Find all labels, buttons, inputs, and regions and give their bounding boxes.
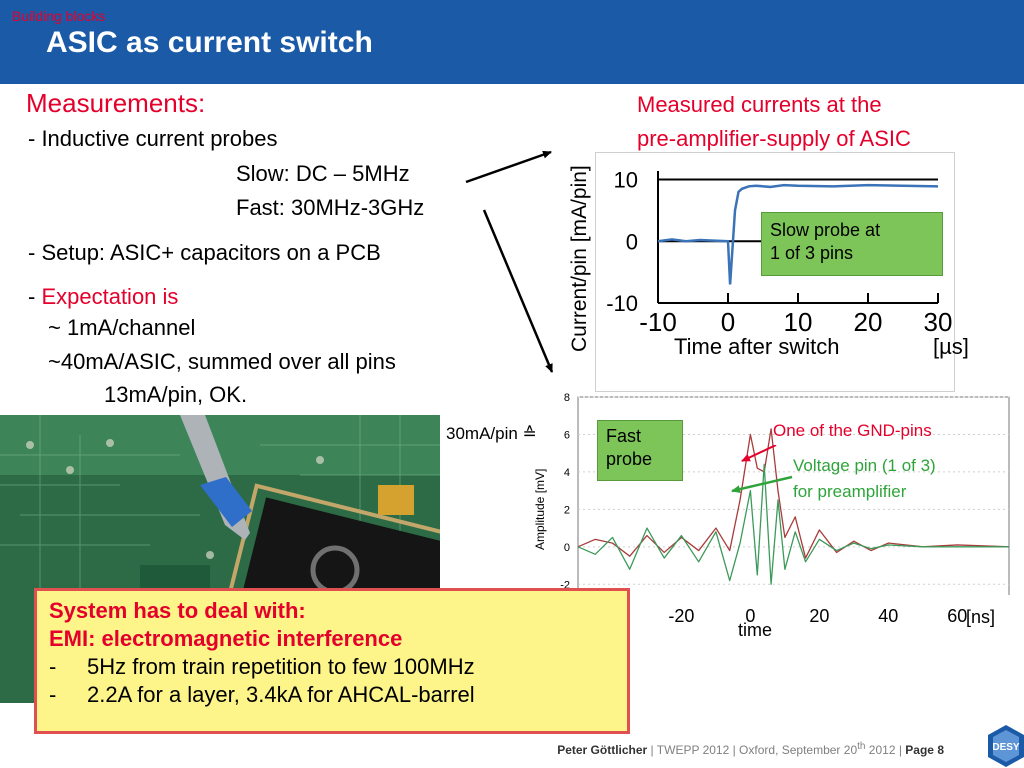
footer-event: | TWEPP 2012 | Oxford, September 20 (647, 743, 858, 757)
slow-probe-range: Slow: DC – 5MHz (236, 161, 410, 186)
bullet-1: - (49, 654, 57, 679)
fast-y-tick-label: 8 (564, 392, 570, 404)
slow-y-tick-label: 10 (614, 168, 638, 193)
emi-item-1-text: 5Hz from train repetition to few 100MHz (87, 654, 475, 679)
per-channel-line: ~ 1mA/channel (48, 315, 196, 340)
fast-y-tick-label: 2 (564, 504, 570, 516)
desy-logo-text: DESY (992, 742, 1020, 753)
slow-x-tick-label: 30 (924, 307, 952, 337)
fast-x-tick-label: 20 (809, 606, 830, 626)
voltage-label-arrow (731, 475, 793, 494)
fast-probe-label: Fast probe (597, 420, 683, 481)
fast-x-tick-label: 40 (878, 606, 899, 626)
fast-y-tick-label: 6 (564, 429, 570, 441)
desy-logo-icon: DESY (988, 725, 1024, 767)
expectation-dash: - (28, 284, 42, 309)
fast-plot-ylabel: Amplitude [mV] (533, 468, 547, 550)
fast-probe-label-line-1: Fast (606, 426, 642, 446)
caption-line-1: Measured currents at the (637, 92, 882, 117)
fast-probe-label-line-2: probe (606, 449, 653, 469)
slow-plot-chart: -10 0 10 -10 0 10 20 30 (606, 168, 952, 337)
footer-author: Peter Göttlicher (557, 743, 648, 757)
emi-item-2: - 2.2A for a layer, 3.4kA for AHCAL-barre… (49, 681, 615, 709)
slow-y-tick-label: 0 (626, 229, 638, 254)
fast-plot-xlabel: time (738, 620, 773, 640)
footer: Peter Göttlicher | TWEPP 2012 | Oxford, … (557, 741, 944, 757)
arrow-to-fast-plot (482, 209, 554, 373)
slow-x-tick-label: 20 (854, 307, 883, 337)
per-asic-line: ~40mA/ASIC, summed over all pins (48, 349, 396, 374)
slow-series-line (657, 183, 939, 285)
slow-probe-note-line-1: Slow probe at (770, 220, 881, 240)
fast-y-tick-label: 4 (564, 467, 570, 479)
fast-x-tick-label: -20 (668, 606, 695, 626)
probes-line: - Inductive current probes (28, 126, 278, 151)
emi-item-2-text: 2.2A for a layer, 3.4kA for AHCAL-barrel (87, 682, 475, 707)
slow-plot-xlabel: Time after switch (674, 334, 840, 359)
fast-plot-ylabel-wrap: Amplitude [mV] (533, 468, 683, 550)
arrow-to-slow-plot (465, 150, 552, 184)
emi-item-1: - 5Hz from train repetition to few 100MHz (49, 653, 615, 681)
fast-x-tick-label: 0 (745, 606, 756, 626)
emi-summary-line-1: System has to deal with: (49, 598, 306, 623)
footer-date-suffix: th (857, 741, 866, 752)
voltage-pin-series-line (577, 463, 1009, 585)
setup-line: - Setup: ASIC+ capacitors on a PCB (28, 240, 381, 265)
slow-plot-unit: [µs] (933, 334, 969, 359)
slow-x-tick-label: 10 (784, 307, 813, 337)
slow-x-tick-label: -10 (639, 307, 677, 337)
slow-probe-note: Slow probe at 1 of 3 pins (761, 212, 943, 276)
expectation-label: Expectation is (41, 284, 179, 309)
fast-y-tick-label: -2 (560, 579, 570, 591)
bullet-2: - (49, 682, 57, 707)
slow-probe-note-line-2: 1 of 3 pins (770, 243, 854, 263)
voltage-pin-label-line-1: Voltage pin (1 of 3) (793, 456, 936, 475)
fast-plot-unit: [ns] (966, 607, 996, 627)
fast-y-tick-label: 0 (564, 542, 570, 554)
slow-y-tick-label: -10 (606, 291, 638, 316)
emi-summary-box: System has to deal with: EMI: electromag… (34, 588, 630, 734)
label-arrows (731, 445, 793, 494)
gnd-label-arrow (741, 445, 777, 462)
header-bar (0, 0, 1024, 84)
footer-year: 2012 | (865, 743, 906, 757)
measurements-heading: Measurements: (26, 88, 206, 118)
fast-scale-note: 30mA/pin ≙ (446, 424, 537, 443)
per-pin-line: 13mA/pin, OK. (104, 382, 248, 407)
emi-summary-line-2: EMI: electromagnetic interference (49, 626, 403, 651)
gnd-pin-label: One of the GND-pins (773, 421, 932, 440)
expectation-line: - Expectation is (28, 284, 178, 310)
caption-line-2: pre-amplifier-supply of ASIC (637, 126, 911, 151)
fast-x-tick-label: 60 (947, 606, 968, 626)
slow-plot-ylabel: Current/pin [mA/pin] (568, 165, 591, 352)
voltage-pin-label-line-2: for preamplifier (793, 482, 907, 501)
slow-x-tick-label: 0 (721, 307, 735, 337)
footer-page: Page 8 (905, 743, 944, 757)
fast-probe-range: Fast: 30MHz-3GHz (236, 195, 425, 220)
section-kicker: Building blocks (12, 8, 106, 24)
slide-title: ASIC as current switch (46, 26, 373, 59)
